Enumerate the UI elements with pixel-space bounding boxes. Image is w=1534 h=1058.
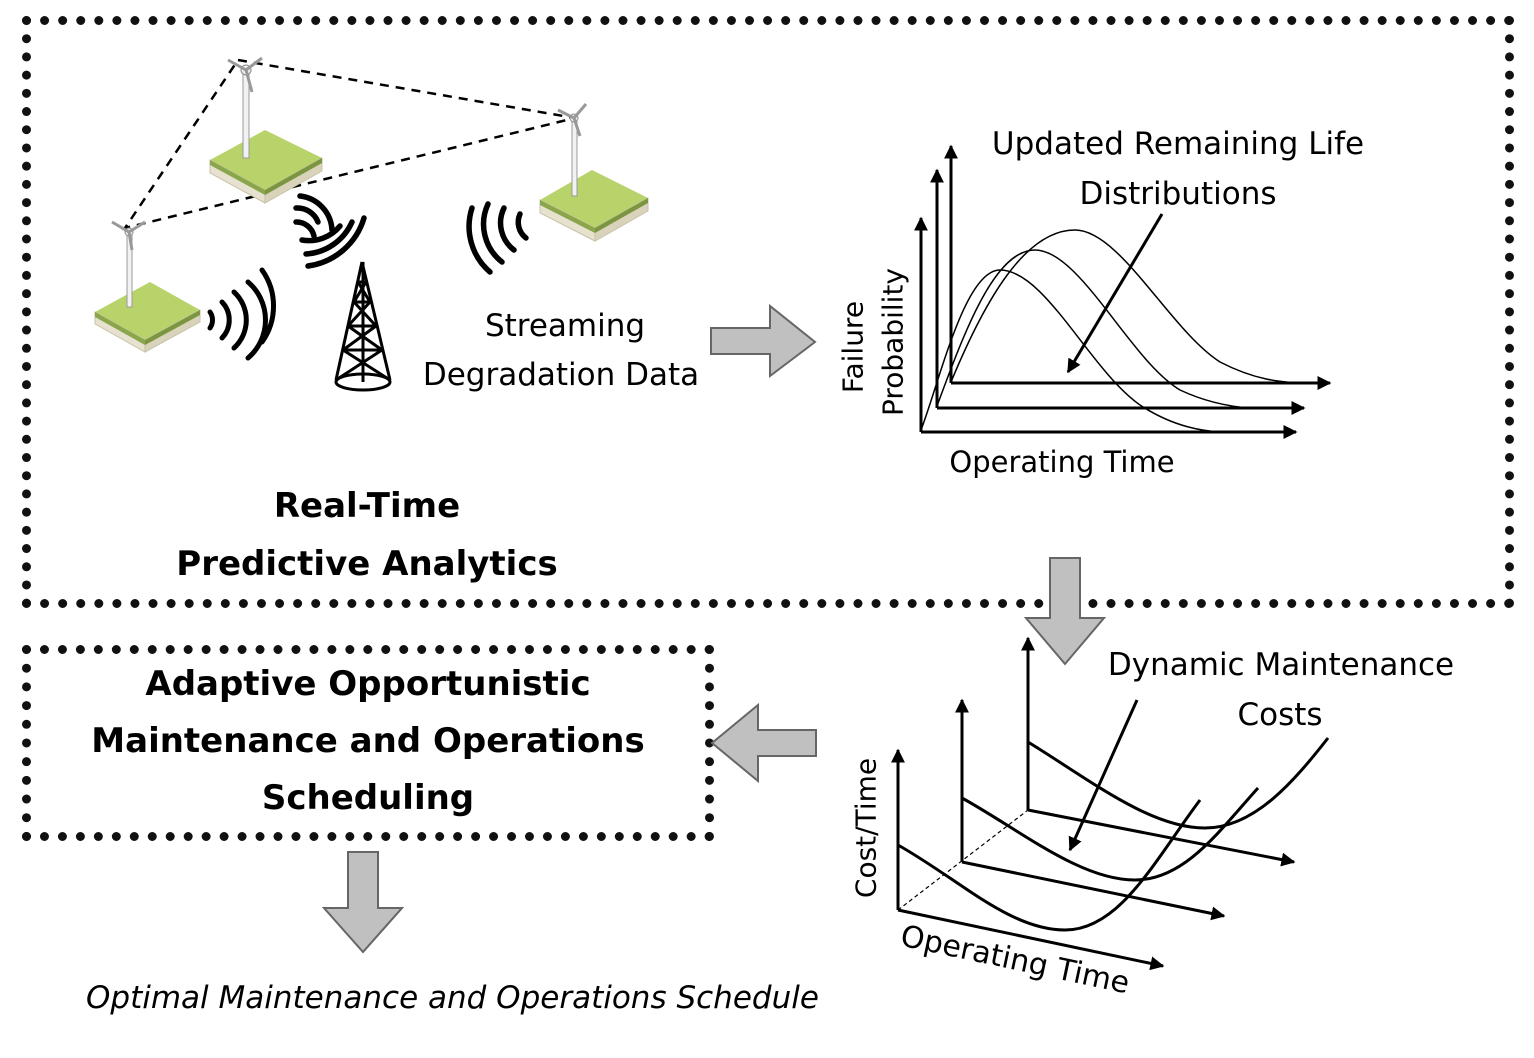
arrow-down-to-output <box>321 851 405 954</box>
cost-curve-middle <box>961 786 1260 882</box>
analytics-title-line1: Real-Time <box>273 486 461 526</box>
wind-farm-illustration <box>94 56 649 392</box>
analytics-title-line2: Predictive Analytics <box>176 544 558 584</box>
chart2-annotation-line2: Costs <box>1237 697 1323 733</box>
life-distribution-curve-2 <box>936 249 1251 409</box>
cost-curve-front <box>897 799 1202 932</box>
chart1-ylabel-line1: Failure <box>836 300 870 394</box>
scheduling-title-line3: Scheduling <box>261 778 475 818</box>
cost-curve-back <box>1027 737 1330 830</box>
streaming-label-line2: Degradation Data <box>422 357 700 393</box>
signal-waves-middle <box>293 193 367 269</box>
output-schedule-label: Optimal Maintenance and Operations Sched… <box>86 980 819 1016</box>
signal-waves-left <box>207 267 277 361</box>
flow-arrows <box>321 303 1107 954</box>
annotation-arrow-costs <box>1068 699 1139 852</box>
chart1-annotation-line1: Updated Remaining Life <box>991 126 1365 162</box>
scheduling-title-line2: Maintenance and Operations <box>91 721 645 761</box>
arrow-right-to-chart <box>710 303 817 379</box>
depth-axis <box>897 809 1029 911</box>
chart2-ylabel: Cost/Time <box>849 757 883 899</box>
failure-probability-chart <box>914 144 1332 439</box>
cell-tower-icon <box>334 261 392 392</box>
turbine-tile-left <box>94 220 201 353</box>
turbine-tile-right <box>539 103 649 242</box>
arrow-down-to-costs <box>1023 557 1107 666</box>
turbine-link-lines <box>122 58 576 230</box>
streaming-label-line1: Streaming <box>484 308 646 344</box>
scheduling-box <box>22 645 714 841</box>
life-distribution-curve-1 <box>920 269 1221 433</box>
chart1-annotation-line2: Distributions <box>1079 176 1277 212</box>
chart1-ylabel-line2: Probability <box>876 267 910 417</box>
turbine-tile-middle <box>209 56 323 204</box>
cost-time-chart <box>891 636 1330 971</box>
annotation-arrow-life <box>1066 213 1164 374</box>
life-distribution-curve-3 <box>950 229 1301 384</box>
signal-waves-right <box>466 201 529 275</box>
scheduling-title-line1: Adaptive Opportunistic <box>145 664 591 704</box>
chart1-xlabel: Operating Time <box>949 445 1175 479</box>
arrow-left-to-scheduling <box>710 702 817 784</box>
chart2-annotation-line1: Dynamic Maintenance <box>1107 647 1455 683</box>
predictive-analytics-box <box>22 16 1514 608</box>
